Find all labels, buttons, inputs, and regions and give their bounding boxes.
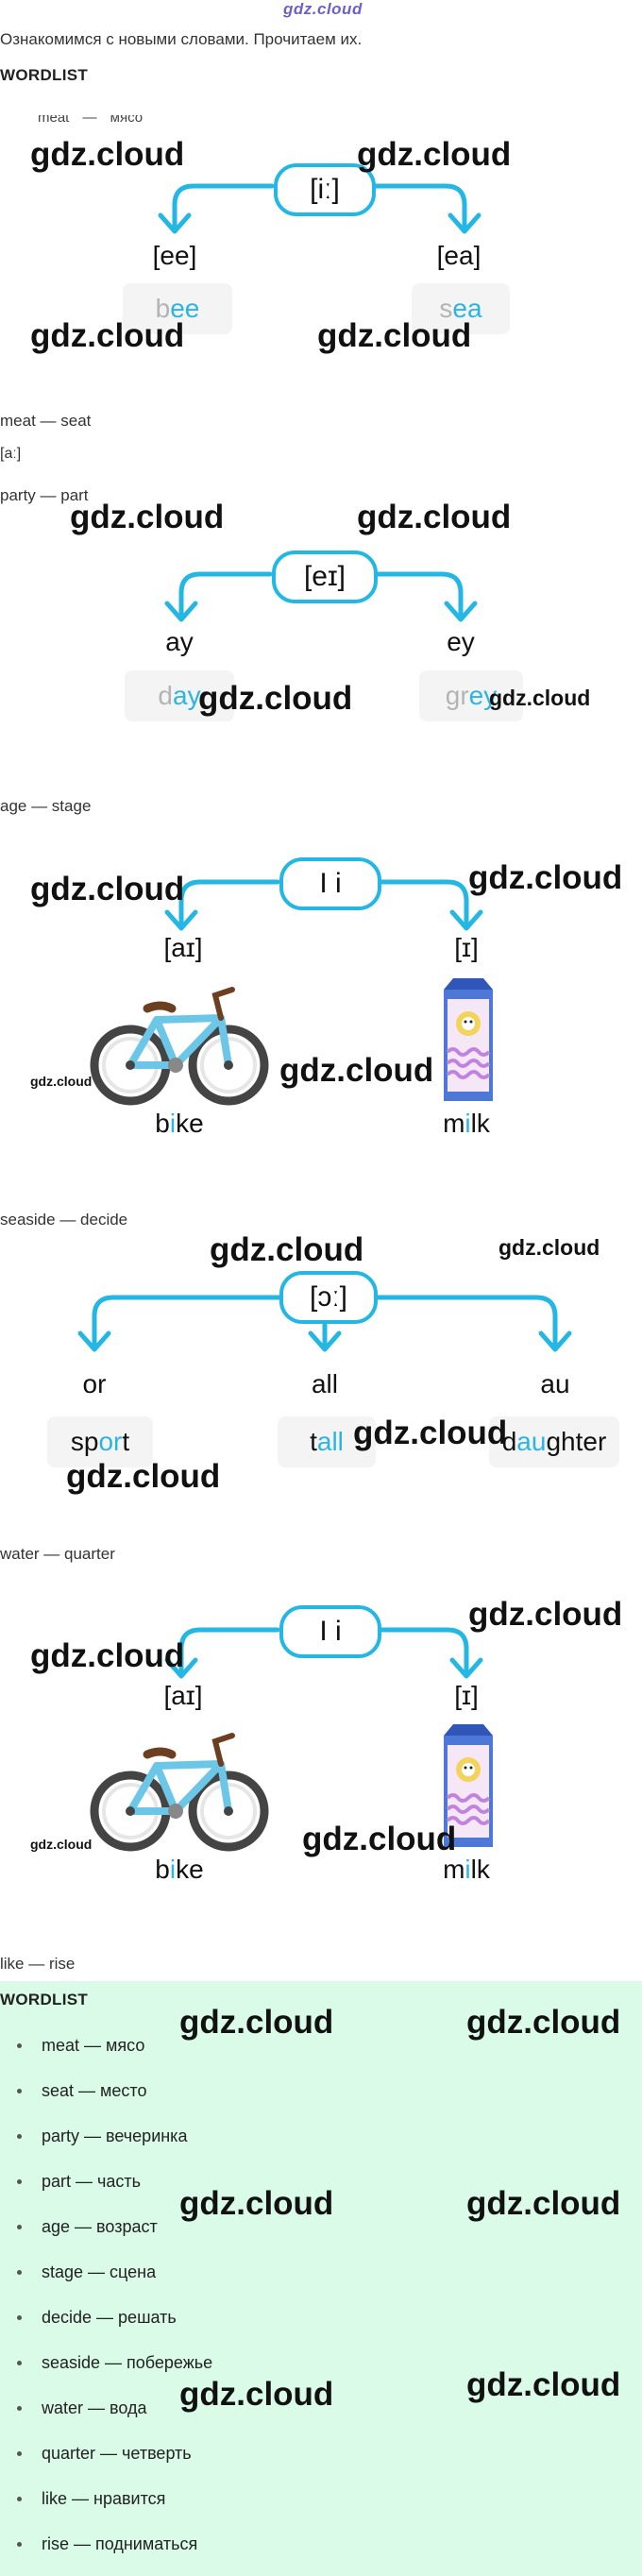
example-caption: seaside — decide (0, 1211, 128, 1229)
word-card-sport: sport (47, 1416, 153, 1467)
left-spelling-label: or (82, 1369, 107, 1398)
watermark: gdz.cloud (353, 1415, 508, 1451)
watermark: gdz.cloud (468, 859, 623, 896)
milk-carton-image (444, 1724, 493, 1847)
bicycle-image (90, 1733, 269, 1852)
left-spelling-label: ay (165, 627, 194, 656)
example-caption: water — quarter (0, 1545, 115, 1563)
watermark: gdz.cloud (357, 136, 512, 173)
phoneme-pill: I i (279, 857, 381, 910)
right-spelling-label: ey (447, 627, 475, 656)
phoneme-note: [aː] (0, 446, 22, 462)
site-logo[interactable]: gdz.cloud (283, 0, 363, 18)
branch-arrows (158, 183, 482, 234)
milk-carton-image (444, 978, 493, 1101)
word-card-bee: bee (123, 283, 232, 334)
right-spelling-label: [ea] (436, 241, 482, 270)
word-milk: milk (443, 1855, 490, 1884)
watermark: gdz.cloud (70, 499, 225, 535)
list-item: like — нравится (13, 2476, 212, 2521)
list-item: party — вечеринка (13, 2113, 212, 2159)
center-spelling-label: all (311, 1369, 338, 1398)
word-card-tall: tall (278, 1416, 376, 1467)
word-bike: bike (155, 1109, 204, 1138)
watermark: gdz.cloud (466, 2185, 621, 2222)
watermark: gdz.cloud (466, 2366, 621, 2403)
list-item: stage — сцена (13, 2249, 212, 2295)
left-spelling-label: [aɪ] (163, 933, 203, 962)
branch-arrows (164, 571, 478, 622)
branch-arrows (164, 879, 483, 931)
watermark: gdz.cloud (30, 1074, 93, 1089)
wordlist-title: WORDLIST (0, 1991, 89, 2008)
list-item: seat — место (13, 2068, 212, 2113)
example-caption: age — stage (0, 797, 92, 815)
watermark: gdz.cloud (30, 317, 185, 354)
phoneme-pill: [ɔː] (279, 1271, 378, 1324)
watermark: gdz.cloud (210, 1231, 364, 1268)
list-item: rise — подниматься (13, 2521, 212, 2567)
watermark: gdz.cloud (279, 1052, 434, 1089)
wordlist-heading: WORDLIST (0, 66, 89, 84)
list-item: meat — мясо (13, 2023, 212, 2068)
watermark: gdz.cloud (489, 686, 591, 710)
watermark: gdz.cloud (179, 2004, 334, 2041)
watermark: gdz.cloud (179, 2185, 334, 2222)
intro-text: Ознакомимся с новыми словами. Прочитаем … (0, 30, 363, 48)
list-item: decide — решать (13, 2295, 212, 2340)
right-spelling-label: [ɪ] (454, 933, 479, 962)
list-item: quarter — четверть (13, 2431, 212, 2476)
example-caption: meat — seat (0, 412, 92, 430)
watermark: gdz.cloud (66, 1458, 221, 1495)
right-spelling-label: [ɪ] (454, 1681, 479, 1710)
example-caption: party — part (0, 486, 89, 504)
list-item: part — часть (13, 2159, 212, 2204)
clipped-line: meat — мясо (38, 115, 144, 126)
word-card-sea: sea (412, 283, 510, 334)
word-milk: milk (443, 1109, 490, 1138)
phoneme-pill: [eɪ] (272, 551, 378, 603)
bicycle-image (90, 987, 269, 1106)
watermark: gdz.cloud (468, 1596, 623, 1633)
watermark: gdz.cloud (357, 499, 512, 535)
watermark: gdz.cloud (498, 1235, 600, 1260)
wordlist-items: meat — мясо seat — место party — вечерин… (13, 2023, 212, 2567)
list-item: age — возраст (13, 2204, 212, 2249)
right-spelling-label: au (540, 1369, 570, 1398)
watermark: gdz.cloud (30, 1637, 185, 1674)
wordlist-panel: WORDLIST meat — мясо seat — место party … (0, 1981, 642, 2576)
list-item: water — вода (13, 2385, 212, 2431)
watermark: gdz.cloud (30, 1837, 93, 1852)
watermark: gdz.cloud (198, 680, 353, 717)
watermark: gdz.cloud (30, 871, 185, 907)
branch-arrows (164, 1627, 483, 1679)
watermark: gdz.cloud (179, 2376, 334, 2413)
phoneme-pill: I i (279, 1605, 381, 1658)
word-card-grey: grey (419, 670, 523, 721)
example-caption: like — rise (0, 1955, 76, 1973)
phoneme-pill: [iː] (274, 163, 376, 216)
list-item: seaside — побережье (13, 2340, 212, 2385)
watermark: gdz.cloud (30, 136, 185, 173)
left-spelling-label: [aɪ] (163, 1681, 203, 1710)
watermark: gdz.cloud (466, 2004, 621, 2041)
word-card-daughter: daughter (489, 1416, 619, 1467)
left-spelling-label: [ee] (152, 241, 197, 270)
word-card-day: day (125, 670, 234, 721)
branch-arrows (77, 1295, 572, 1352)
word-bike: bike (155, 1855, 204, 1884)
watermark: gdz.cloud (302, 1821, 457, 1857)
watermark: gdz.cloud (317, 317, 472, 354)
